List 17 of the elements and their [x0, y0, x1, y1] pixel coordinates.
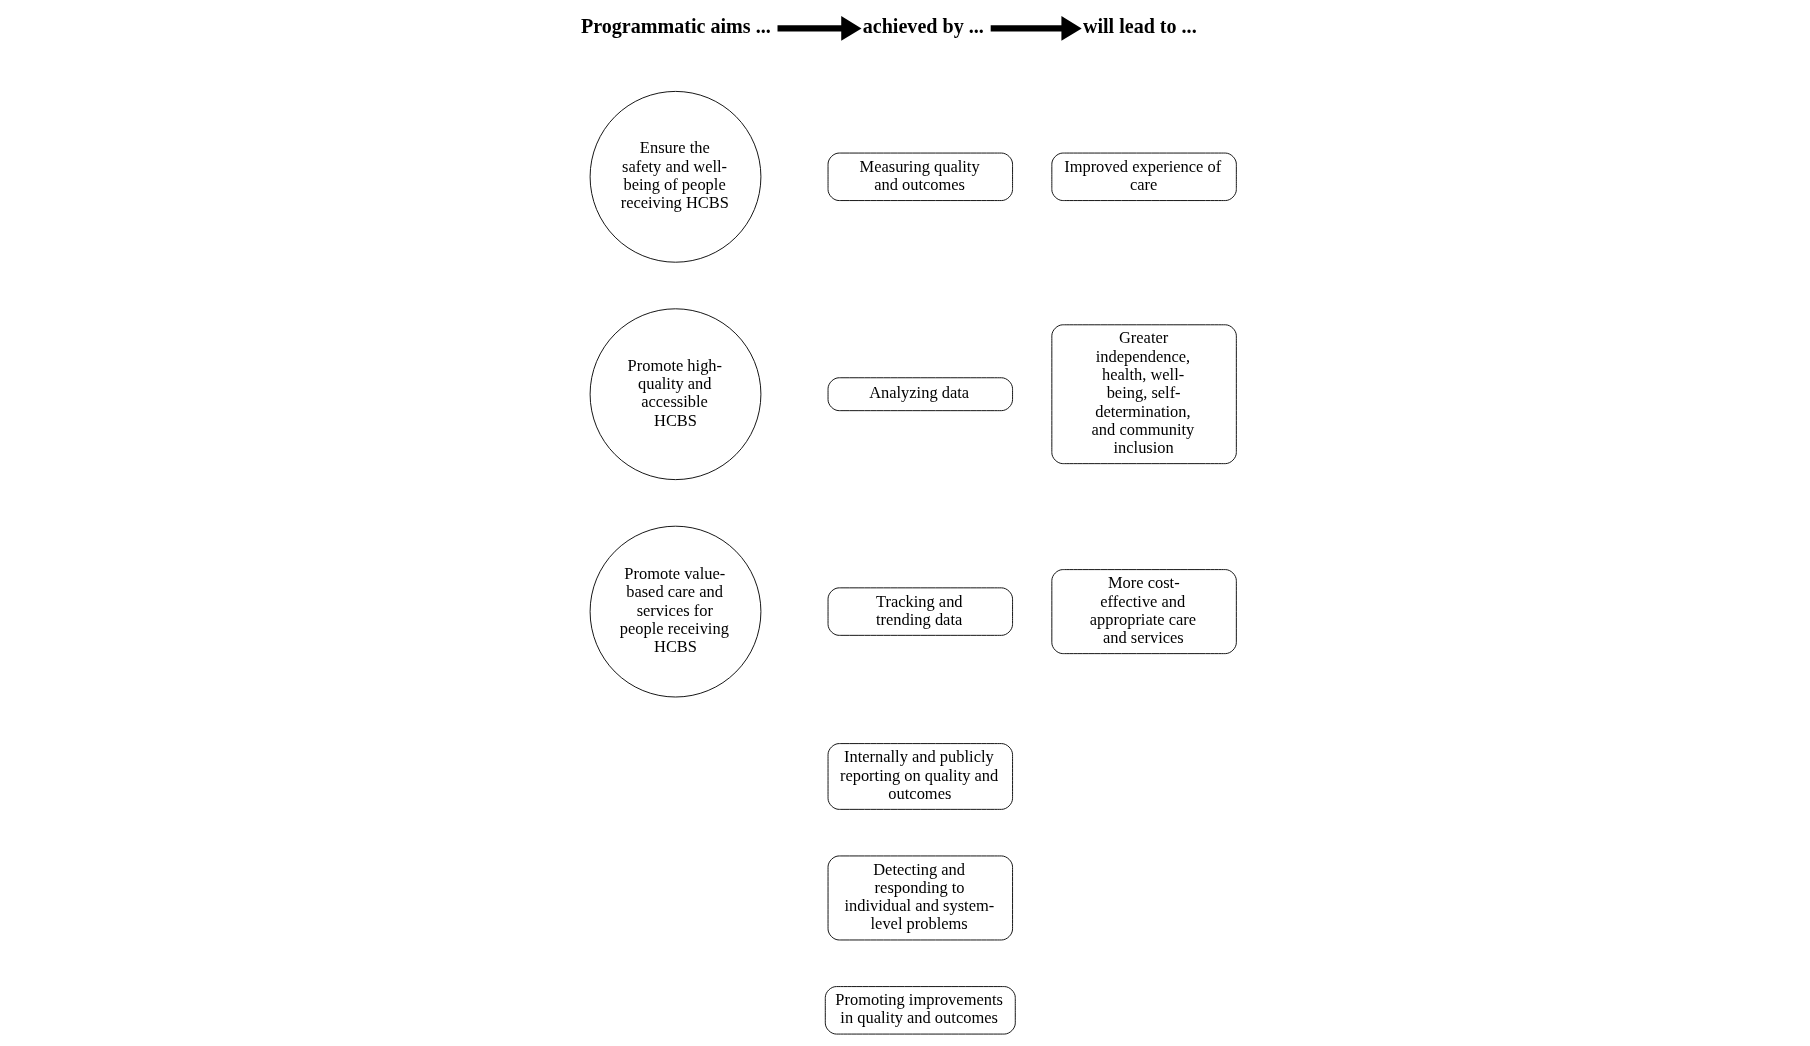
- node-box: Tracking and trending data: [827, 587, 1013, 636]
- node-box: Internally and publicly reporting on quality and outcomes: [827, 743, 1013, 810]
- node-box: Promoting improvements in quality and outcomes: [824, 986, 1016, 1035]
- node-circle: Promote value-based care and services for people receiving HCBS: [589, 525, 762, 698]
- node-box: Greater independence, health, well-being, self-determination, and community inclusion: [1051, 324, 1237, 465]
- node-box: Improved experience of care: [1051, 152, 1237, 201]
- node-circle: Promote high-quality and accessible HCBS: [589, 308, 762, 481]
- node-text: Programmatic aims ...: [580, 14, 771, 37]
- node-text: achieved by ...: [862, 14, 984, 37]
- node-box: Measuring quality and outcomes: [827, 152, 1013, 201]
- arrow: [777, 15, 862, 41]
- node-circle: Ensure the safety and well-being of people receiving HCBS: [589, 90, 762, 263]
- node-text: will lead to ...: [1082, 14, 1197, 37]
- arrow: [990, 15, 1082, 41]
- node-box: Detecting and responding to individual and system-level problems: [827, 855, 1013, 941]
- node-box: Analyzing data: [827, 377, 1013, 412]
- node-box: More cost-effective and appropriate care and services: [1051, 569, 1237, 655]
